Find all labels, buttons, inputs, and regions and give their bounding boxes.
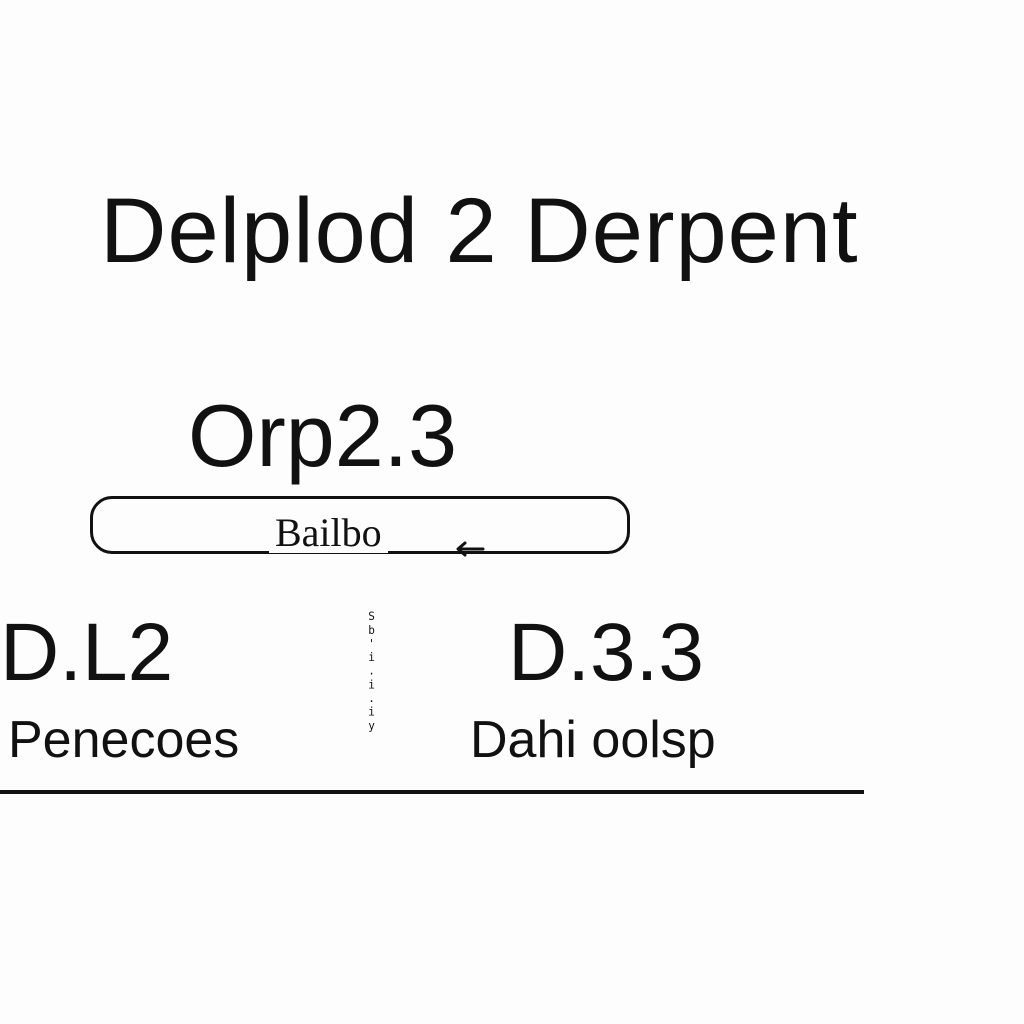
page-subtitle: Orp2.3 bbox=[188, 386, 458, 485]
search-field[interactable]: Bailbo bbox=[90, 496, 630, 557]
left-metric-caption: Penecoes bbox=[8, 711, 240, 769]
field-label: Bailbo bbox=[269, 513, 388, 553]
bottom-divider bbox=[0, 790, 864, 794]
page-title: Delplod 2 Derpent bbox=[100, 180, 859, 282]
right-metric-value: D.3.3 bbox=[508, 607, 704, 698]
right-metric: D.3.3 Dahi oolsp bbox=[470, 607, 790, 769]
left-metric-value: D.L2 bbox=[0, 607, 174, 698]
arrow-left-icon bbox=[456, 541, 485, 557]
right-metric-caption: Dahi oolsp bbox=[470, 711, 716, 769]
vertical-separator-text: Sb'i.i.iy bbox=[365, 609, 378, 733]
left-metric: D.L2 Penecoes bbox=[0, 607, 260, 769]
